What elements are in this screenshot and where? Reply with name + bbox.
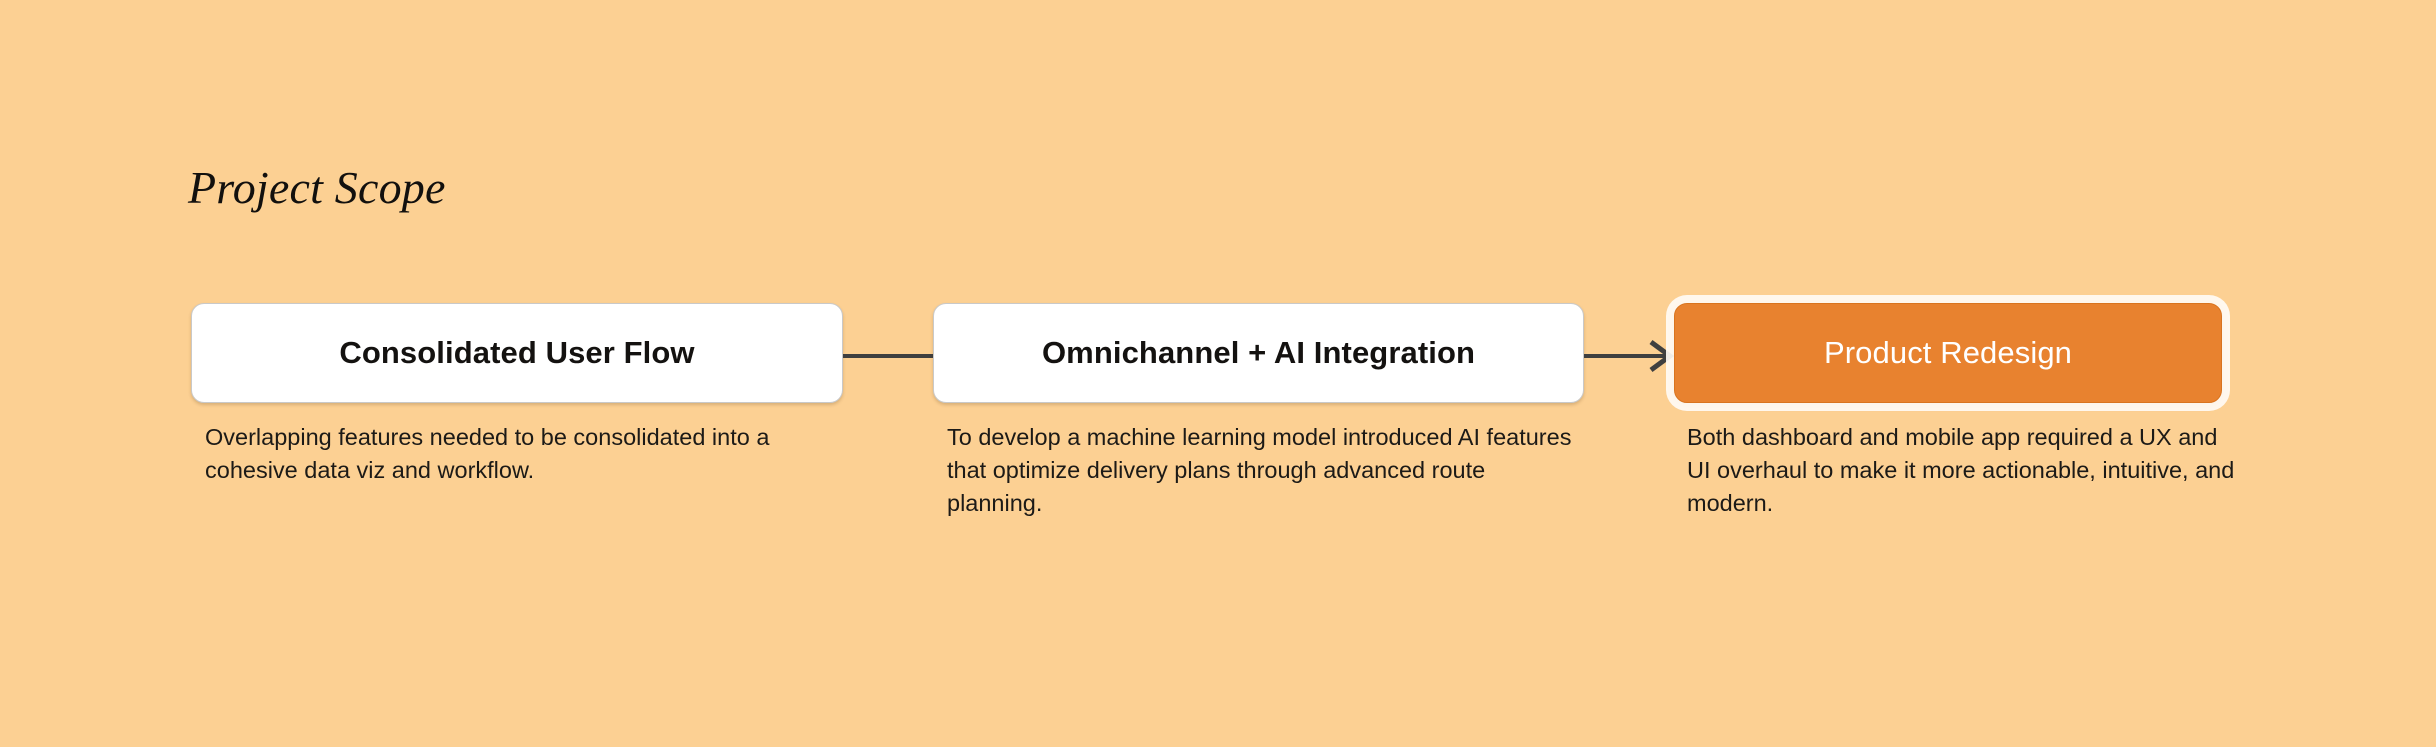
flow-node-consolidated-user-flow[interactable]: Consolidated User Flow [191, 303, 843, 403]
flow-node-caption: To develop a machine learning model intr… [947, 424, 1572, 516]
flow-node-product-redesign[interactable]: Product Redesign [1674, 303, 2222, 403]
flow-connector-1 [843, 354, 933, 358]
flow-node-label: Omnichannel + AI Integration [1041, 335, 1476, 370]
flow-node-label: Consolidated User Flow [339, 335, 695, 370]
flow-node-omnichannel-ai-integration[interactable]: Omnichannel + AI Integration [933, 303, 1584, 403]
flow-connector-2 [1584, 354, 1666, 358]
page-title: Project Scope [188, 162, 446, 213]
flow-node-label: Product Redesign [1823, 335, 2073, 370]
flow-node-caption: Overlapping features needed to be consol… [205, 424, 770, 483]
flow-node-caption: Both dashboard and mobile app required a… [1687, 424, 2235, 516]
